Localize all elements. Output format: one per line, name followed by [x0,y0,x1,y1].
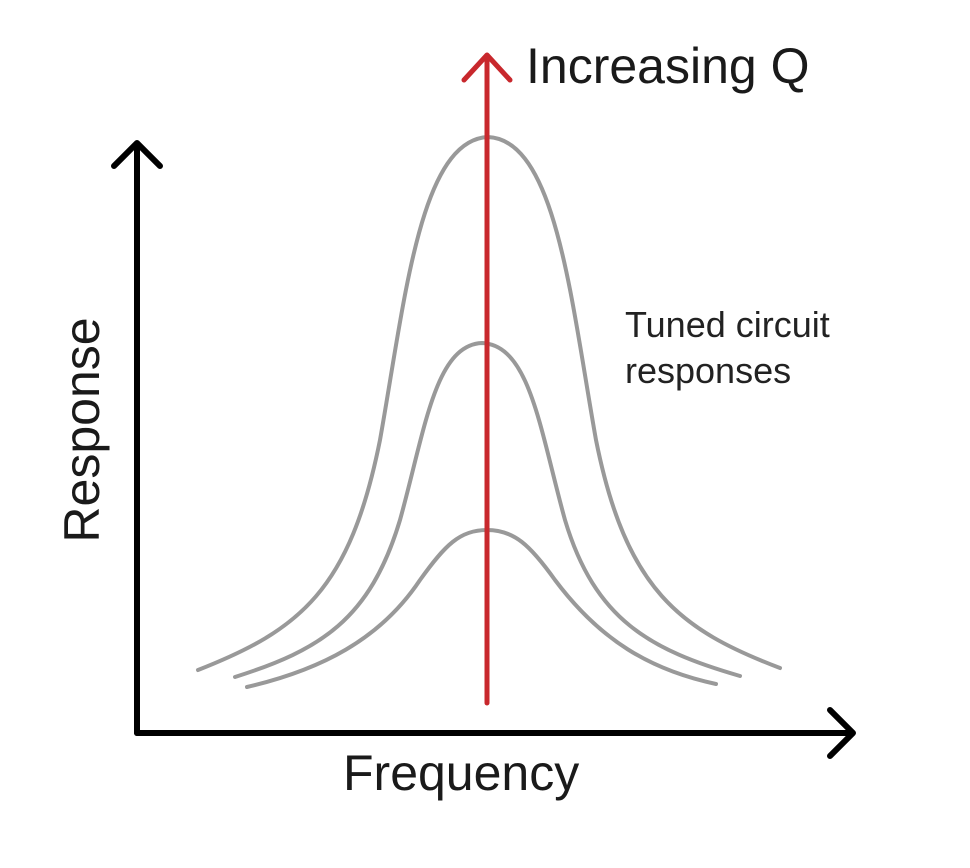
y-axis-arrowhead-icon [111,140,163,169]
y-axis [111,140,163,736]
curve-medium-q [233,340,742,679]
x-axis-arrowhead-icon [827,707,856,759]
q-arrowhead-icon [461,52,513,83]
tuned-circuit-annotation: Tuned circuit responses [625,304,830,391]
x-axis-label: Frequency [343,745,580,801]
x-axis [134,707,856,759]
increasing-q-arrow [461,52,513,706]
y-axis-label: Response [54,317,110,543]
curve-low-q [245,527,718,689]
increasing-q-label: Increasing Q [526,38,810,94]
